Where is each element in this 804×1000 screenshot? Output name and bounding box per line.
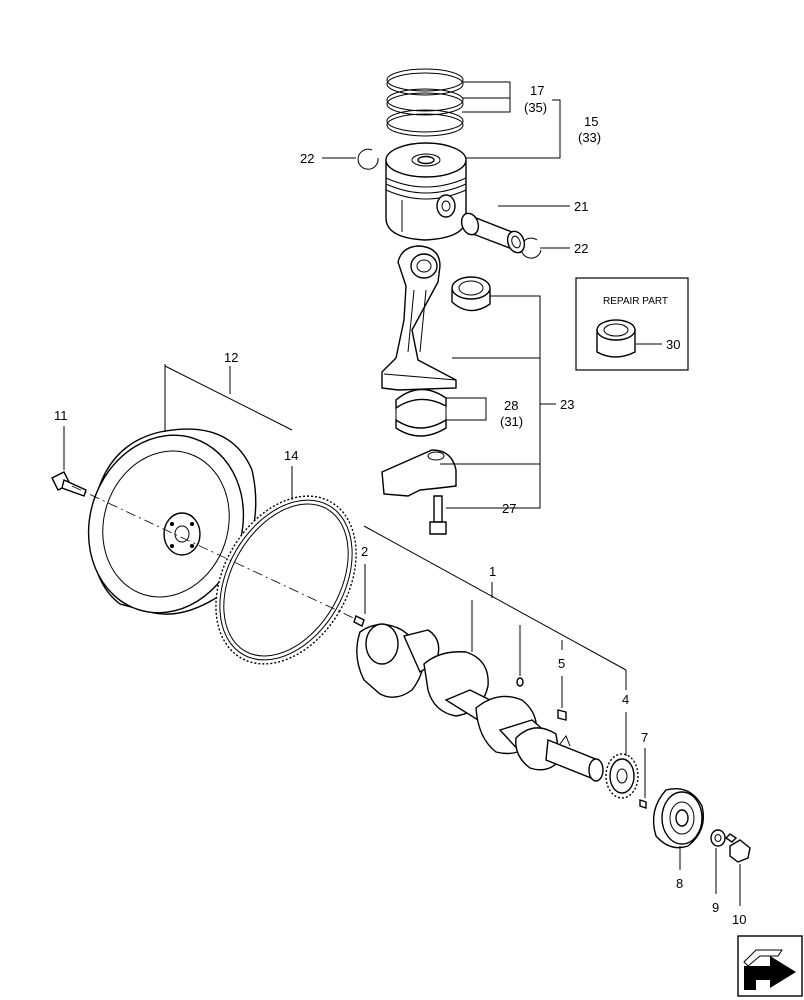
- bearing-shells: [395, 388, 447, 437]
- flywheel-bolt: [51, 471, 87, 497]
- callout-7: 7: [641, 730, 648, 745]
- crank-gear: [605, 753, 639, 799]
- callout-15: 15: [584, 114, 598, 129]
- callout-15-alt: (33): [578, 130, 601, 145]
- crank-pulley: [652, 788, 705, 849]
- crank-key: [557, 709, 567, 721]
- callout-1: 1: [489, 564, 496, 579]
- callout-10: 10: [732, 912, 746, 927]
- callout-22-left: 22: [300, 151, 314, 166]
- pulley-key: [639, 799, 647, 809]
- leader-lines: [63, 81, 741, 906]
- pulley-bolt: [724, 833, 751, 863]
- crankshaft: [356, 623, 604, 782]
- connecting-rod: [381, 245, 457, 391]
- callout-labels: 17 (35) 15 (33) 22 21 22 30 23 28 (31) 2…: [54, 83, 746, 927]
- callout-11: 11: [54, 408, 68, 423]
- callout-4: 4: [622, 692, 629, 707]
- small-end-bushing: [451, 276, 491, 312]
- repair-part-title: REPAIR PART: [603, 296, 668, 307]
- rod-bolt: [429, 495, 447, 535]
- callout-23: 23: [560, 397, 574, 412]
- callout-17: 17: [530, 83, 544, 98]
- callout-21: 21: [574, 199, 588, 214]
- callout-28: 28: [504, 398, 518, 413]
- callout-28-alt: (31): [500, 414, 523, 429]
- repair-part-box: REPAIR PART: [575, 277, 689, 371]
- piston-rings: [386, 68, 464, 137]
- callout-2: 2: [361, 544, 368, 559]
- callout-14: 14: [284, 448, 298, 463]
- callout-17-alt: (35): [524, 100, 547, 115]
- snap-ring-left: [357, 148, 379, 170]
- next-page-arrow-icon[interactable]: [737, 935, 803, 997]
- flywheel: [87, 428, 257, 615]
- piston-pin: [460, 212, 526, 254]
- callout-22-right: 22: [574, 241, 588, 256]
- connecting-rod-cap: [381, 449, 457, 497]
- callout-8: 8: [676, 876, 683, 891]
- ring-gear: [215, 495, 357, 665]
- callout-27: 27: [502, 501, 516, 516]
- dowel-pin: [353, 615, 365, 627]
- washer: [710, 829, 726, 847]
- crank-axis-line: [71, 485, 363, 623]
- callout-12: 12: [224, 350, 238, 365]
- callout-30: 30: [666, 337, 680, 352]
- callout-5: 5: [558, 656, 565, 671]
- callout-9: 9: [712, 900, 719, 915]
- piston: [385, 142, 467, 241]
- oil-plug: [516, 677, 524, 687]
